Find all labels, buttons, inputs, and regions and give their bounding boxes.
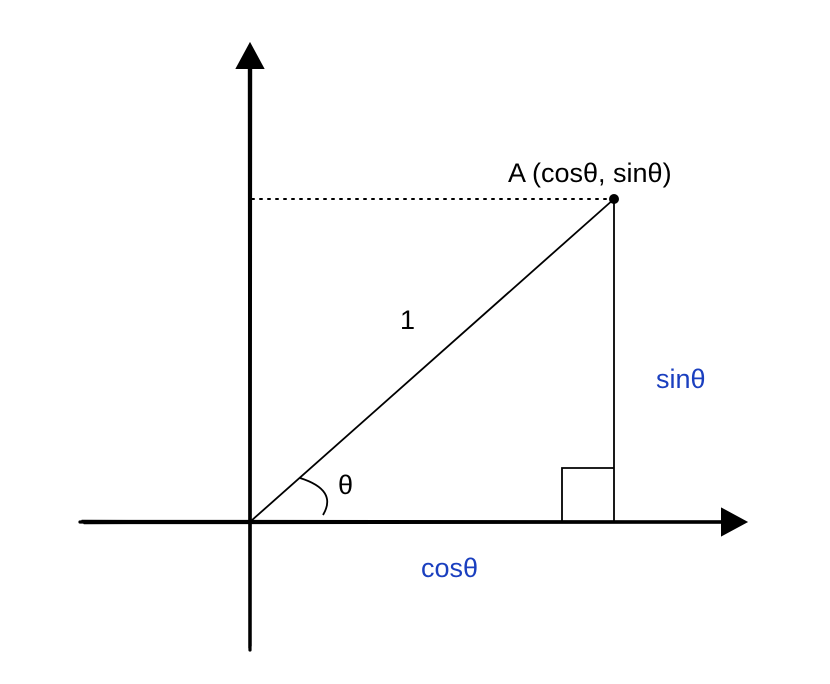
x-axis-arrowhead: [721, 507, 749, 537]
cos-label: cosθ: [421, 553, 478, 583]
sin-label: sinθ: [656, 364, 706, 394]
hypotenuse-label: 1: [400, 305, 415, 335]
point-a-label: A (cosθ, sinθ): [508, 158, 672, 188]
point-a-dot: [609, 194, 619, 204]
hypotenuse-line: [250, 198, 615, 522]
x-axis: [78, 507, 749, 537]
y-axis-arrowhead: [235, 41, 265, 69]
right-angle-marker: [561, 467, 614, 522]
angle-label: θ: [338, 470, 353, 500]
y-axis: [235, 41, 265, 652]
angle-arc: [299, 477, 329, 516]
